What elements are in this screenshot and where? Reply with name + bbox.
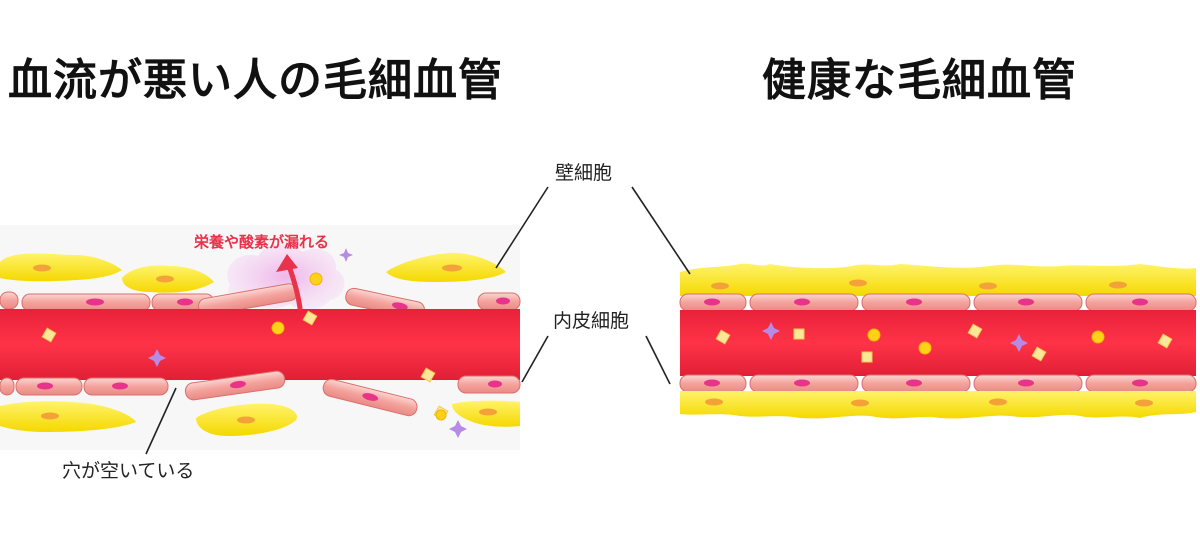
- oxygen-particle: [1091, 330, 1105, 344]
- oxygen-particle: [918, 341, 932, 355]
- nutrient-particle: [793, 328, 805, 340]
- mural-nucleus: [41, 412, 59, 420]
- nutrient-particle: [302, 310, 318, 326]
- pointer-endo-left: [521, 335, 549, 383]
- endothelial-nucleus: [112, 382, 128, 390]
- sparkle-particle: [762, 322, 780, 340]
- unhealthy-capillary: [0, 225, 521, 450]
- endothelial-nucleus: [1132, 379, 1148, 387]
- endothelial-cell: [0, 291, 19, 310]
- oxygen-particle: [309, 272, 323, 286]
- endothelial-nucleus: [704, 379, 720, 387]
- endothelial-nucleus: [177, 298, 193, 306]
- title-unhealthy: 血流が悪い人の毛細血管: [8, 55, 503, 106]
- mural-nucleus: [479, 408, 497, 416]
- endothelial-nucleus: [488, 380, 502, 388]
- endothelial-nucleus: [906, 298, 922, 306]
- endothelial-nucleus: [362, 393, 379, 401]
- endothelial-nucleus: [37, 382, 53, 390]
- nutrient-particle: [1157, 333, 1173, 349]
- endothelial-cell: [21, 293, 151, 312]
- endothelial-nucleus: [794, 298, 810, 306]
- mural-cell: [680, 391, 1196, 419]
- nutrient-particle: [1031, 346, 1047, 362]
- mural-nucleus: [705, 398, 723, 406]
- endothelial-nucleus: [392, 302, 408, 310]
- sparkle-particle: [449, 420, 467, 438]
- leak-arrow: [276, 254, 303, 311]
- nutrient-particle: [420, 367, 436, 383]
- title-healthy: 健康な毛細血管: [762, 55, 1077, 106]
- mural-cells-upper-right: [680, 263, 1196, 296]
- mural-nucleus: [979, 282, 997, 290]
- endothelial-nucleus: [496, 297, 510, 305]
- endothelial-nucleus: [1132, 298, 1148, 306]
- label-mural-cell: 壁細胞: [555, 162, 613, 184]
- particles-left: [41, 248, 467, 438]
- mural-nucleus: [33, 264, 51, 272]
- mural-cells-lower-left: [0, 400, 520, 436]
- sparkle-particle: [1010, 334, 1028, 352]
- mural-nucleus: [442, 264, 462, 272]
- sparkle-particle: [148, 349, 166, 367]
- nutrient-particle: [967, 323, 983, 339]
- particles-right: [715, 322, 1173, 363]
- endothelial-nucleus: [906, 379, 922, 387]
- endothelial-nucleus: [86, 298, 104, 306]
- endothelial-nucleus: [1018, 298, 1034, 306]
- label-leak: 栄養や酸素が漏れる: [194, 233, 330, 251]
- mural-nucleus: [849, 279, 867, 287]
- pointer-wall-right: [631, 186, 691, 275]
- endothelial-nucleus: [794, 379, 810, 387]
- endothelial-nucleus: [230, 380, 246, 389]
- endothelial-lower-right: [679, 374, 1197, 393]
- endothelial-upper-left: [0, 283, 521, 320]
- sparkle-particle: [339, 248, 353, 262]
- label-hole: 穴が空いている: [62, 460, 195, 482]
- nutrient-particle: [41, 327, 57, 343]
- blood-channel: [0, 309, 520, 380]
- pointer-hole: [145, 387, 177, 455]
- pointer-lines: [145, 186, 691, 455]
- pointer-wall-left: [495, 186, 549, 269]
- healthy-capillary: [679, 263, 1197, 419]
- mural-cells-upper-left: [0, 252, 506, 293]
- mural-cell: [680, 263, 1196, 296]
- mural-cell: [0, 401, 136, 432]
- mural-nucleus: [851, 399, 869, 407]
- oxygen-particle: [271, 321, 285, 335]
- endothelial-cell: [0, 377, 15, 396]
- mural-nucleus: [989, 398, 1007, 406]
- endothelial-nucleus: [704, 298, 720, 306]
- nutrient-particle: [861, 351, 873, 363]
- mural-nucleus: [1135, 399, 1153, 407]
- oxygen-particle: [435, 409, 447, 421]
- mural-nucleus: [1109, 281, 1127, 289]
- pointer-endo-right: [645, 335, 671, 385]
- endothelial-lower-left: [0, 370, 521, 417]
- endothelial-nucleus: [1018, 379, 1034, 387]
- mural-nucleus: [237, 416, 255, 424]
- oxygen-particle: [867, 328, 881, 342]
- mural-nucleus: [156, 275, 174, 283]
- endothelial-upper-right: [679, 293, 1197, 312]
- mural-nucleus: [711, 282, 729, 290]
- mural-cells-lower-right: [680, 391, 1196, 419]
- nutrient-particle: [715, 329, 731, 345]
- label-endothelial-cell: 内皮細胞: [553, 310, 630, 332]
- mural-cell: [0, 253, 122, 282]
- blood-channel: [680, 310, 1196, 376]
